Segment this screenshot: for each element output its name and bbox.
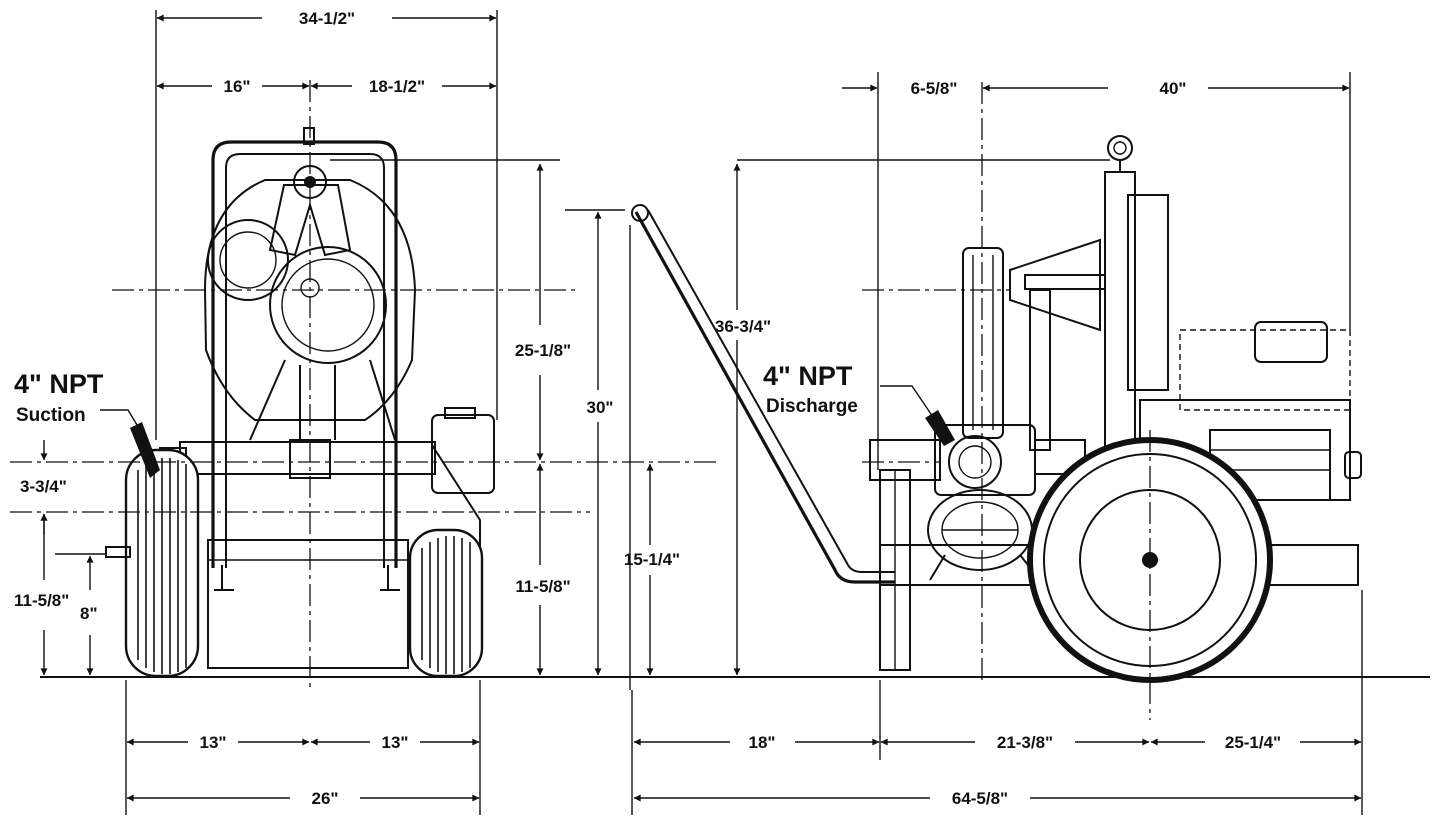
front-view-centerlines [10, 80, 720, 690]
front-view-labels: 34-1/2" 16" 18-1/2" 4" NPT Suction 3-3/4… [14, 9, 425, 808]
label-overall-height: 36-3/4" [715, 317, 771, 336]
label-left-track: 13" [200, 733, 227, 752]
side-view-labels: 6-5/8" 40" 4" NPT Discharge 18" 21-3/8" … [749, 79, 1282, 808]
side-view-pump [631, 135, 1362, 683]
label-suction-height: 11-5/8" [14, 591, 69, 610]
label-left-offset: 16" [224, 77, 251, 96]
label-frame-length: 40" [1160, 79, 1187, 98]
label-overall-width: 34-1/2" [299, 9, 355, 28]
front-view-extension-lines [55, 10, 498, 815]
label-lower-height: 11-5/8" [515, 577, 570, 596]
label-front-to-axle: 21-3/8" [997, 733, 1053, 752]
front-view-pump [105, 127, 495, 678]
label-overall-length: 64-5/8" [952, 789, 1008, 808]
label-wheel-track: 26" [312, 789, 339, 808]
front-view-dimension-arrows [40, 14, 497, 802]
label-right-track: 13" [382, 733, 409, 752]
side-view-dimension-arrows [633, 84, 1362, 802]
label-discharge-offset: 6-5/8" [911, 79, 958, 98]
discharge-port-size: 4" NPT [763, 361, 853, 391]
label-discharge-height: 15-1/4" [624, 550, 680, 569]
side-view-extension-lines [631, 72, 1363, 815]
label-handle-extension: 18" [749, 733, 776, 752]
label-stub-height: 8" [80, 604, 98, 623]
center-labels: 25-1/8" 11-5/8" 30" 15-1/4" 36-3/4" [515, 317, 771, 596]
label-axle-to-rear: 25-1/4" [1225, 733, 1281, 752]
suction-port-name: Suction [16, 405, 86, 426]
side-view-centerlines [862, 82, 1151, 720]
label-right-offset: 18-1/2" [369, 77, 425, 96]
label-handle-height: 30" [587, 398, 614, 417]
discharge-port-name: Discharge [766, 396, 858, 417]
suction-port-size: 4" NPT [14, 369, 104, 399]
label-pipe-center-height: 3-3/4" [20, 477, 67, 496]
label-upper-height: 25-1/8" [515, 341, 571, 360]
